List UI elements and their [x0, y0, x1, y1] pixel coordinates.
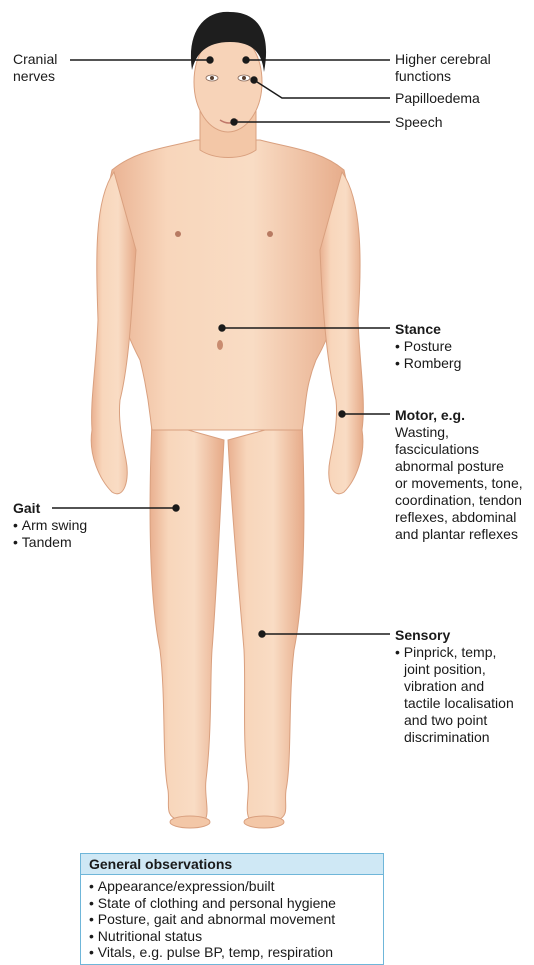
general-observations-box: General observations Appearance/expressi… — [80, 853, 384, 965]
observation-item: State of clothing and personal hygiene — [89, 895, 383, 912]
observation-item: Vitals, e.g. pulse BP, temp, respiration — [89, 944, 383, 961]
label-cranial-nerves: Cranial nerves — [13, 51, 57, 85]
general-observations-list: Appearance/expression/built State of clo… — [81, 878, 383, 961]
gait-list: Arm swing Tandem — [13, 517, 87, 551]
observation-item: Posture, gait and abnormal movement — [89, 911, 383, 928]
stance-title: Stance — [395, 321, 461, 338]
leader-papilloedema — [254, 80, 390, 98]
gait-title: Gait — [13, 500, 87, 517]
label-speech: Speech — [395, 114, 442, 131]
papilloedema-text: Papilloedema — [395, 90, 480, 107]
label-stance: Stance Posture Romberg — [395, 321, 461, 372]
stance-item-romberg: Romberg — [395, 355, 461, 372]
torso — [107, 140, 350, 430]
speech-text: Speech — [395, 114, 442, 131]
observation-item: Appearance/expression/built — [89, 878, 383, 895]
right-foot — [244, 816, 284, 828]
observation-item: Nutritional status — [89, 928, 383, 945]
stance-item-posture: Posture — [395, 338, 461, 355]
motor-title: Motor, e.g. — [395, 407, 523, 424]
label-higher-cerebral-functions: Higher cerebral functions — [395, 51, 491, 85]
general-observations-title: General observations — [81, 854, 383, 875]
cranial-nerves-text: Cranial nerves — [13, 51, 57, 85]
stance-list: Posture Romberg — [395, 338, 461, 372]
label-gait: Gait Arm swing Tandem — [13, 500, 87, 551]
human-body — [91, 12, 363, 828]
sensory-title: Sensory — [395, 627, 514, 644]
gait-item-arm-swing: Arm swing — [13, 517, 87, 534]
left-leg — [150, 420, 224, 820]
higher-cerebral-text: Higher cerebral functions — [395, 51, 491, 85]
sensory-item: Pinprick, temp, joint position, vibratio… — [395, 644, 514, 746]
label-papilloedema: Papilloedema — [395, 90, 480, 107]
motor-text: Wasting, fasciculations abnormal posture… — [395, 424, 523, 543]
right-leg — [228, 420, 304, 820]
gait-item-tandem: Tandem — [13, 534, 87, 551]
label-sensory: Sensory Pinprick, temp, joint position, … — [395, 627, 514, 746]
left-foot — [170, 816, 210, 828]
label-motor: Motor, e.g. Wasting, fasciculations abno… — [395, 407, 523, 543]
sensory-list: Pinprick, temp, joint position, vibratio… — [395, 644, 514, 746]
